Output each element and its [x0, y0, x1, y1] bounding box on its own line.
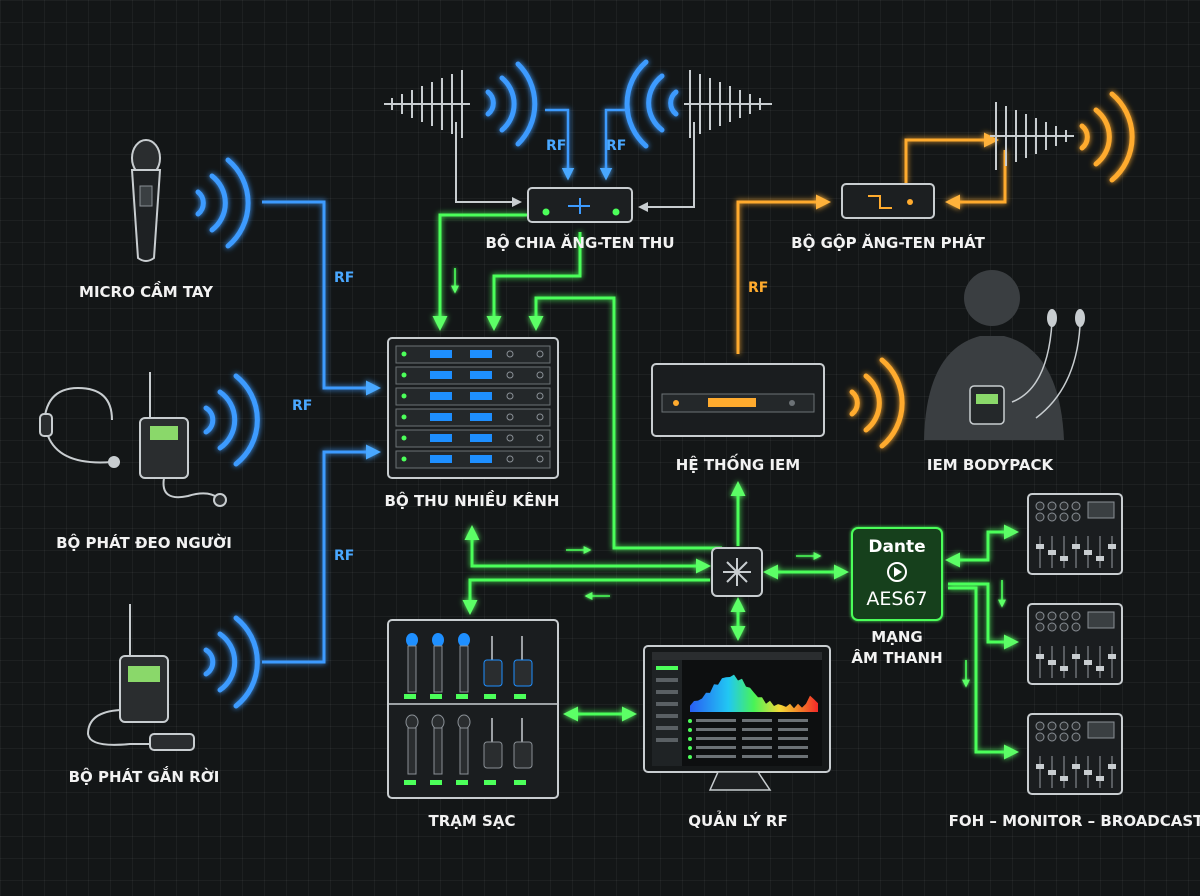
- charge-indicator: [484, 780, 496, 785]
- dante-logo-text: Dante: [868, 537, 925, 557]
- rf-waves-iem: [849, 357, 905, 449]
- rf-link-plugon: [262, 444, 381, 664]
- plugon-transmitter-icon: [86, 604, 195, 751]
- charging-bodypack: [513, 636, 533, 687]
- rx-antenna-left: [384, 70, 470, 138]
- charging-mic: [431, 714, 445, 775]
- rf-table-row: [688, 746, 808, 750]
- rf-table-row: [688, 755, 808, 759]
- label-handheld-mic: MICRO CẦM TAY: [79, 280, 214, 301]
- aes67-logo-text: AES67: [866, 588, 927, 610]
- rf-label-plugon: RF: [334, 548, 354, 564]
- rf-sidebar-item: [656, 690, 678, 694]
- label-iem-system: HỆ THỐNG IEM: [676, 453, 800, 474]
- rf-link-iem-to-combiner: [736, 132, 1007, 354]
- label-antenna-combiner: BỘ GỘP ĂNG-TEN PHÁT: [791, 232, 985, 252]
- rf-sidebar-item: [656, 678, 678, 682]
- charging-mic: [458, 633, 470, 693]
- rf-waves-bodypack: [203, 373, 260, 467]
- receiver-unit: [395, 429, 551, 448]
- charge-indicator: [456, 694, 468, 699]
- receiver-unit: [395, 366, 551, 385]
- handheld-mic-icon: [130, 139, 162, 262]
- rf-waves-plugon: [203, 615, 260, 709]
- play-icon: [887, 562, 907, 582]
- label-bodypack-tx: BỘ PHÁT ĐEO NGƯỜI: [56, 532, 232, 552]
- rf-table-row: [688, 719, 808, 723]
- charging-mic: [405, 714, 419, 775]
- label-destinations: FOH – MONITOR – BROADCAST: [949, 812, 1200, 830]
- rf-table-row: [688, 737, 808, 741]
- rf-sidebar-item: [656, 702, 678, 706]
- label-iem-bodypack: IEM BODYPACK: [927, 456, 1055, 474]
- rf-waves-handheld: [195, 157, 251, 249]
- rf-sidebar-item: [656, 714, 678, 718]
- charging-bodypack: [513, 718, 533, 769]
- receiver-unit: [395, 408, 551, 427]
- charge-indicator: [404, 694, 416, 699]
- rf-label-antenna-left: RF: [546, 138, 566, 154]
- charge-indicator: [430, 780, 442, 785]
- charging-bodypack: [483, 636, 503, 687]
- charge-indicator: [514, 780, 526, 785]
- label-charging-station: TRẠM SẠC: [429, 812, 516, 830]
- iem-bodypack-person-icon: [924, 270, 1085, 440]
- rf-link-antennas-to-splitter: [545, 108, 630, 181]
- tx-antenna: [990, 102, 1074, 170]
- receiver-unit: [395, 450, 551, 469]
- flow-arrows: [451, 268, 1006, 688]
- iem-system-device: [651, 363, 825, 437]
- label-audio-network-line2: ÂM THANH: [851, 648, 942, 667]
- rx-antenna-right: [684, 70, 772, 138]
- charge-indicator: [456, 780, 468, 785]
- rf-waves-antenna-right: [624, 59, 679, 149]
- label-multichannel-receiver: BỘ THU NHIỀU KÊNH: [385, 489, 560, 510]
- charge-indicator: [514, 694, 526, 699]
- antenna-splitter-device: [527, 187, 633, 223]
- mixing-console: [1027, 493, 1123, 575]
- receiver-unit: [395, 387, 551, 406]
- label-rf-management: QUẢN LÝ RF: [688, 809, 787, 830]
- rf-sidebar-item: [656, 738, 678, 742]
- rf-waves-tx-antenna: [1079, 91, 1135, 183]
- rf-management-monitor: [643, 645, 831, 791]
- rf-table-row: [688, 728, 808, 732]
- mixing-console: [1027, 603, 1123, 685]
- multichannel-receiver-rack: [387, 337, 559, 479]
- charging-mic: [406, 633, 418, 693]
- receiver-unit: [395, 345, 551, 364]
- rf-sidebar-item: [656, 726, 678, 730]
- rf-label-iem: RF: [748, 280, 768, 296]
- label-audio-network-line1: MẠNG: [871, 628, 922, 646]
- antenna-cables: [455, 122, 695, 212]
- label-plugon-tx: BỘ PHÁT GẮN RỜI: [69, 765, 220, 786]
- charge-indicator: [484, 694, 496, 699]
- mixing-consoles: [1027, 493, 1123, 795]
- antenna-combiner-device: [841, 183, 935, 219]
- charge-indicator: [404, 780, 416, 785]
- rf-sidebar-item: [656, 666, 678, 670]
- charging-mic: [457, 714, 471, 775]
- rf-link-handheld: [262, 200, 381, 396]
- audio-network-badge: Dante AES67: [851, 527, 943, 621]
- network-switch-icon: [711, 547, 763, 597]
- rf-waves-antenna-left: [485, 61, 538, 147]
- rf-label-antenna-right: RF: [606, 138, 626, 154]
- bodypack-transmitter-icon: [39, 372, 227, 507]
- label-antenna-splitter: BỘ CHIA ĂNG-TEN THU: [485, 232, 674, 252]
- network-links: [432, 213, 1019, 760]
- charging-bodypack: [483, 718, 503, 769]
- charging-mic: [432, 633, 444, 693]
- rf-label-bodypack: RF: [292, 398, 312, 414]
- mixing-console: [1027, 713, 1123, 795]
- rf-label-handheld: RF: [334, 270, 354, 286]
- charging-station-device: [387, 619, 559, 799]
- charge-indicator: [430, 694, 442, 699]
